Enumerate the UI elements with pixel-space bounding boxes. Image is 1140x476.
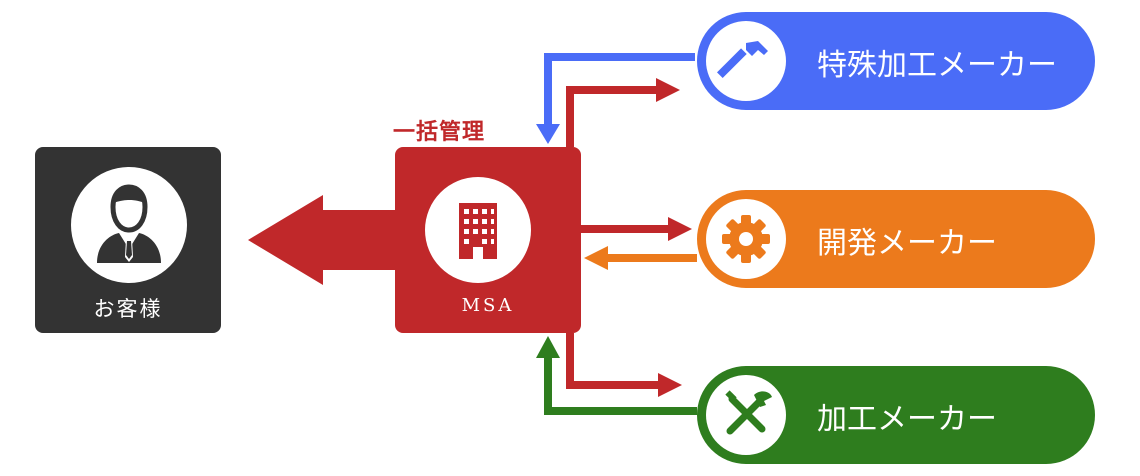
- dev-maker-to-msa-head: [584, 246, 608, 270]
- special-maker-to-msa-line: [544, 53, 695, 128]
- building-icon: [425, 177, 531, 283]
- gear-icon: [706, 199, 786, 279]
- msa-to-special-maker-line: [566, 86, 660, 147]
- customer-box: お客様: [35, 147, 221, 333]
- msa-label: MSA: [461, 295, 515, 316]
- special-processing-maker: 特殊加工メーカー: [697, 12, 1095, 110]
- development-maker: 開発メーカー: [697, 190, 1095, 288]
- msa-to-processing-maker-line: [566, 333, 662, 389]
- tools-icon: [706, 375, 786, 455]
- customer-label: お客様: [93, 297, 163, 321]
- msa-to-processing-maker-head: [658, 373, 682, 397]
- msa-to-customer-arrow: [248, 195, 395, 285]
- management-label: 一括管理: [393, 119, 486, 145]
- hammer-icon: [706, 21, 786, 101]
- msa-to-special-maker-head: [656, 78, 680, 102]
- msa-to-dev-maker-head: [668, 217, 692, 241]
- development-maker-label: 開発メーカー: [817, 226, 997, 261]
- processing-maker-label: 加工メーカー: [817, 402, 997, 437]
- user-icon: [71, 167, 187, 283]
- msa-box: MSA: [395, 147, 581, 333]
- processing-maker-to-msa-line: [544, 354, 697, 415]
- special-processing-maker-label: 特殊加工メーカー: [817, 48, 1057, 83]
- special-maker-to-msa-head: [536, 124, 560, 144]
- processing-maker-to-msa-head: [536, 336, 560, 358]
- processing-maker: 加工メーカー: [697, 366, 1095, 464]
